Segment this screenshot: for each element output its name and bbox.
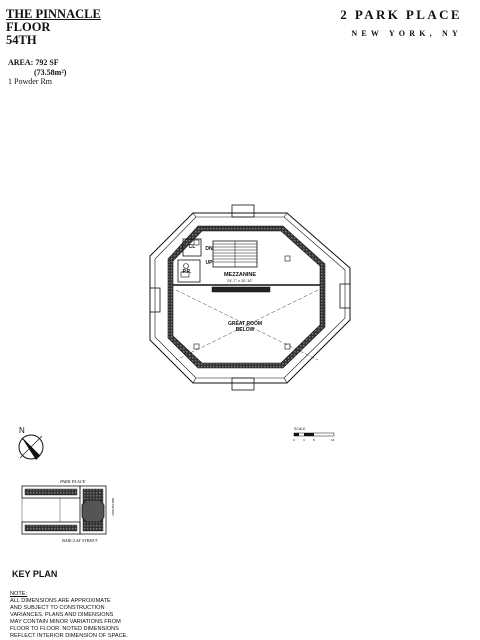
scale-tick-3: 16	[331, 438, 335, 442]
floor-number: 54TH	[6, 33, 37, 47]
closet	[182, 238, 202, 257]
note-line: VARIANCES. PLANS AND DIMENSIONS	[10, 612, 114, 618]
note-line: MAY CONTAIN MINOR VARIATIONS FROM	[10, 619, 121, 625]
stair-treads	[213, 241, 257, 267]
key-street-bottom: BARCLAY STREET	[62, 538, 98, 543]
label-mezzanine-dims: 24'-7" x 10'-10"	[227, 279, 253, 283]
floor-plan	[149, 204, 351, 391]
key-plan-heading: KEY PLAN	[12, 569, 58, 579]
label-mezzanine: MEZZANINE	[224, 272, 256, 278]
bay-south	[231, 377, 255, 391]
joint-ne	[283, 212, 288, 218]
room-count: 1 Powder Rm	[8, 77, 52, 86]
north-label: N	[19, 426, 25, 435]
note-line: AND SUBJECT TO CONSTRUCTION	[10, 605, 105, 611]
disclaimer-note: NOTE: ALL DIMENSIONS ARE APPROXIMATE AND…	[10, 591, 128, 640]
compass-needle	[22, 438, 40, 460]
north-arrow: N	[18, 426, 44, 460]
label-closet: CL	[189, 244, 196, 250]
column	[284, 343, 291, 350]
scale-bar: SCALE 0 4 8 16	[293, 427, 335, 442]
column	[193, 343, 200, 350]
note-line: FLOOR TO FLOOR. NOTED DIMENSIONS	[10, 626, 119, 632]
joint-sw	[192, 377, 197, 384]
label-powder-room: P.R.	[182, 269, 192, 275]
address-city: NEW YORK, NY	[351, 29, 462, 38]
bay-north	[231, 204, 255, 218]
key-plan-tower	[81, 499, 105, 523]
address-block: 2 PARK PLACE NEW YORK, NY	[340, 7, 462, 38]
railing	[211, 286, 271, 293]
address-street: 2 PARK PLACE	[340, 7, 462, 22]
toilet	[183, 263, 189, 269]
column	[193, 239, 200, 246]
plan-title-block: THE PINNACLE FLOOR 54TH	[6, 8, 101, 47]
joint-se	[283, 377, 288, 384]
note-line: ALL DIMENSIONS ARE APPROXIMATE	[10, 598, 111, 604]
key-street-top: PARK PLACE	[59, 479, 86, 484]
scale-tick-1: 4	[303, 438, 305, 442]
note-line: REFLECT INTERIOR DIMENSION OF SPACE.	[10, 633, 128, 639]
joint-nw	[192, 212, 197, 218]
floor-word: FLOOR	[6, 20, 51, 34]
label-up: UP	[206, 260, 214, 266]
label-great-room: GREAT ROOM	[228, 321, 262, 327]
powder-room	[177, 259, 201, 283]
bay-west	[149, 287, 161, 313]
interior-wall	[167, 225, 326, 369]
below-diagonal-2	[175, 289, 319, 361]
key-street-side: BROADWAY	[111, 498, 115, 517]
area-label: AREA: 792 SF	[8, 58, 59, 67]
label-below: BELOW	[236, 327, 255, 333]
bay-east	[339, 283, 351, 309]
sink	[180, 271, 190, 278]
area-block: AREA: 792 SF (73.58m²) 1 Powder Rm	[8, 58, 66, 87]
scale-tick-0: 0	[293, 438, 295, 442]
label-down: DN	[205, 246, 213, 252]
key-plan	[21, 485, 107, 535]
area-metric: (73.58m²)	[34, 67, 67, 77]
scale-tick-2: 8	[313, 438, 315, 442]
note-heading: NOTE:	[10, 591, 28, 597]
building-name: THE PINNACLE	[6, 7, 101, 21]
column	[284, 255, 291, 262]
scale-label: SCALE	[294, 427, 306, 431]
